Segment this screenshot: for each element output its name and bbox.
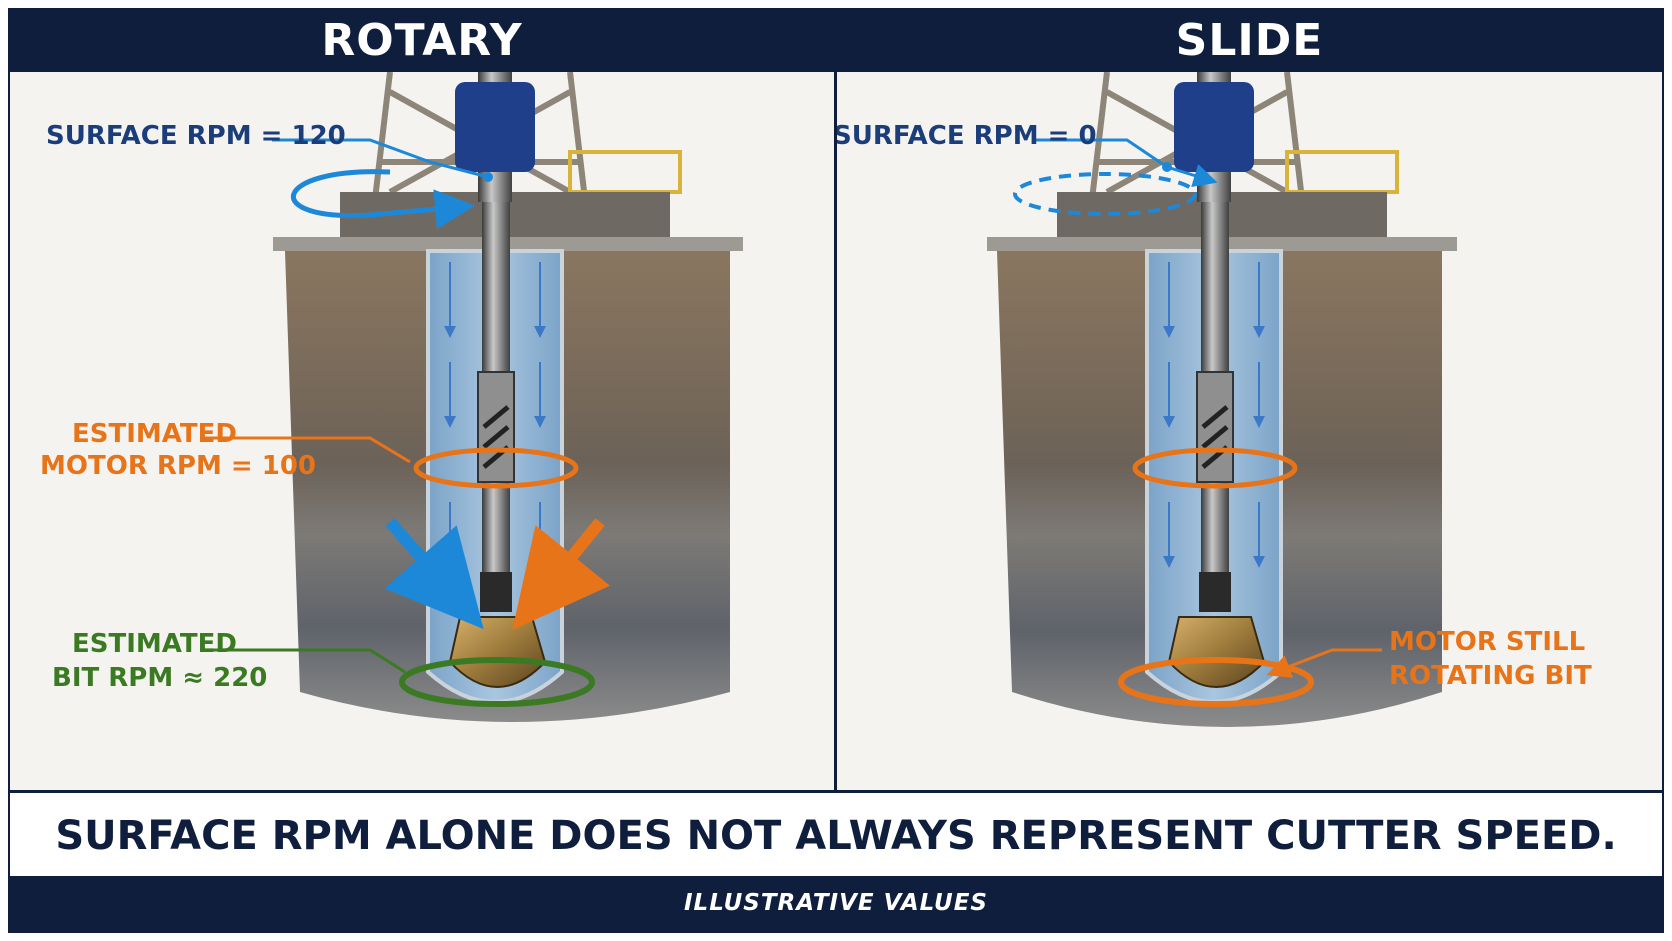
surface-contribution-arrow xyxy=(384,518,484,630)
motor-rotation-ellipse xyxy=(1132,447,1298,489)
mud-flow-arrows xyxy=(1163,262,1265,568)
rotary-panel: SURFACE RPM = 120 ESTIMATED MOTOR RPM = … xyxy=(10,72,834,790)
rotary-bit-label-line1: ESTIMATED xyxy=(72,629,237,659)
motor-leader-line xyxy=(200,436,411,464)
slide-panel: SURFACE RPM = 0 MOTOR STILL ROTATING BIT xyxy=(837,72,1662,790)
bit-rotation-ellipse xyxy=(1118,657,1314,707)
footer-note: ILLUSTRATIVE VALUES xyxy=(10,876,1662,931)
slide-motor-label-line2: ROTATING BIT xyxy=(1389,661,1592,691)
rig-railing xyxy=(568,150,682,194)
slide-illustration xyxy=(987,72,1457,727)
surface-rotation-arrow xyxy=(290,169,475,230)
slide-motor-leader-line xyxy=(1266,648,1382,678)
bit-sub xyxy=(1199,572,1231,612)
bit-rotation-ellipse xyxy=(399,657,595,707)
top-drive xyxy=(1174,82,1254,172)
rotary-bit-label-line2: BIT RPM ≈ 220 xyxy=(52,663,268,693)
rotary-motor-label-line1: ESTIMATED xyxy=(72,419,237,449)
rotary-surface-rpm-label: SURFACE RPM = 120 xyxy=(46,121,346,151)
motor-contribution-arrow xyxy=(512,518,611,630)
surface-leader-line xyxy=(1033,138,1218,188)
surface-leader-line xyxy=(272,138,489,179)
caption: SURFACE RPM ALONE DOES NOT ALWAYS REPRES… xyxy=(10,790,1662,879)
surface-leader-dot xyxy=(483,172,493,182)
rig-railing xyxy=(1285,150,1399,194)
surface-rotation-dashed xyxy=(1013,172,1197,216)
rotary-title: ROTARY xyxy=(10,10,834,72)
rotary-illustration xyxy=(200,72,743,722)
slide-motor-label-line1: MOTOR STILL xyxy=(1389,627,1586,657)
bit-sub xyxy=(480,572,512,612)
bit-leader-line xyxy=(200,648,406,674)
panel-divider xyxy=(834,10,837,790)
surface-leader-dot xyxy=(1162,162,1172,172)
slide-surface-rpm-label: SURFACE RPM = 0 xyxy=(837,121,1097,151)
motor-rotation-ellipse xyxy=(413,447,579,489)
top-drive xyxy=(455,82,535,172)
slide-title: SLIDE xyxy=(837,10,1662,72)
rotary-motor-label-line2: MOTOR RPM = 100 xyxy=(40,451,316,481)
